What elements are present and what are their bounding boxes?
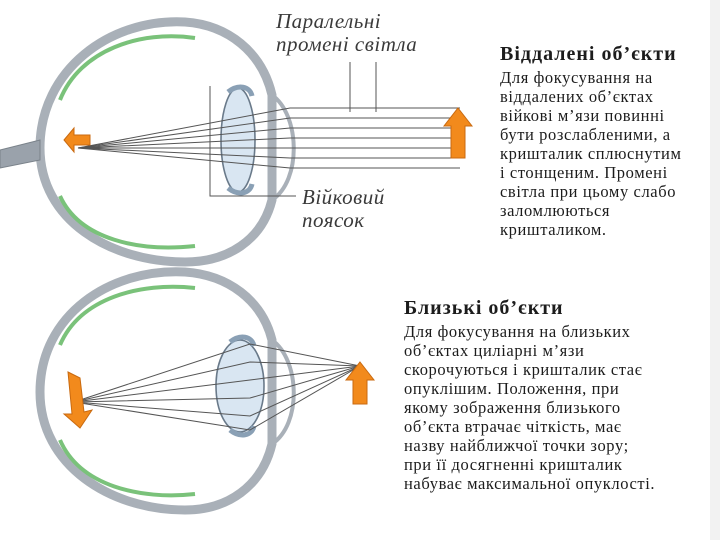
rays-near <box>73 343 361 431</box>
eye-near-retina <box>58 284 196 346</box>
eye-distant <box>0 17 474 267</box>
distant-objects-panel: Віддалені об’єкти Для фокусування на від… <box>500 42 712 239</box>
rays-distant <box>77 107 460 169</box>
eye-distant-retina <box>58 34 196 101</box>
label-ciliary-zonule: Війковий поясок <box>302 185 385 232</box>
image-arrow-near <box>62 371 94 429</box>
label-parallel-rays: Паралельні промені світла <box>276 9 418 56</box>
eye-near <box>35 267 376 515</box>
eye-near-cornea <box>270 338 296 446</box>
object-arrow-near <box>344 361 376 405</box>
eye-distant-retina-lower <box>58 195 196 250</box>
ciliary-muscle-distant-bottom <box>226 183 255 196</box>
near-objects-panel: Близькі об’єкти Для фокусування на близь… <box>404 296 712 493</box>
page-edge-stripe <box>710 0 720 540</box>
ciliary-muscle-distant-top <box>226 84 255 97</box>
optic-nerve-distant <box>0 139 41 169</box>
near-objects-title: Близькі об’єкти <box>404 297 564 319</box>
ciliary-muscle-near-top <box>228 334 257 347</box>
eye-near-retina-lower <box>58 439 196 498</box>
leader-parallel-rays <box>349 62 377 112</box>
near-objects-text: Для фокусування на близьких об’єктах цил… <box>404 322 656 493</box>
leader-ciliary-zonule <box>209 86 296 197</box>
object-arrow-distant <box>442 107 474 159</box>
image-arrow-distant <box>63 126 91 154</box>
lens-near <box>215 339 265 433</box>
distant-objects-title: Віддалені об’єкти <box>500 43 677 65</box>
distant-objects-text: Для фокусування на віддалених об’єктах в… <box>500 68 682 239</box>
